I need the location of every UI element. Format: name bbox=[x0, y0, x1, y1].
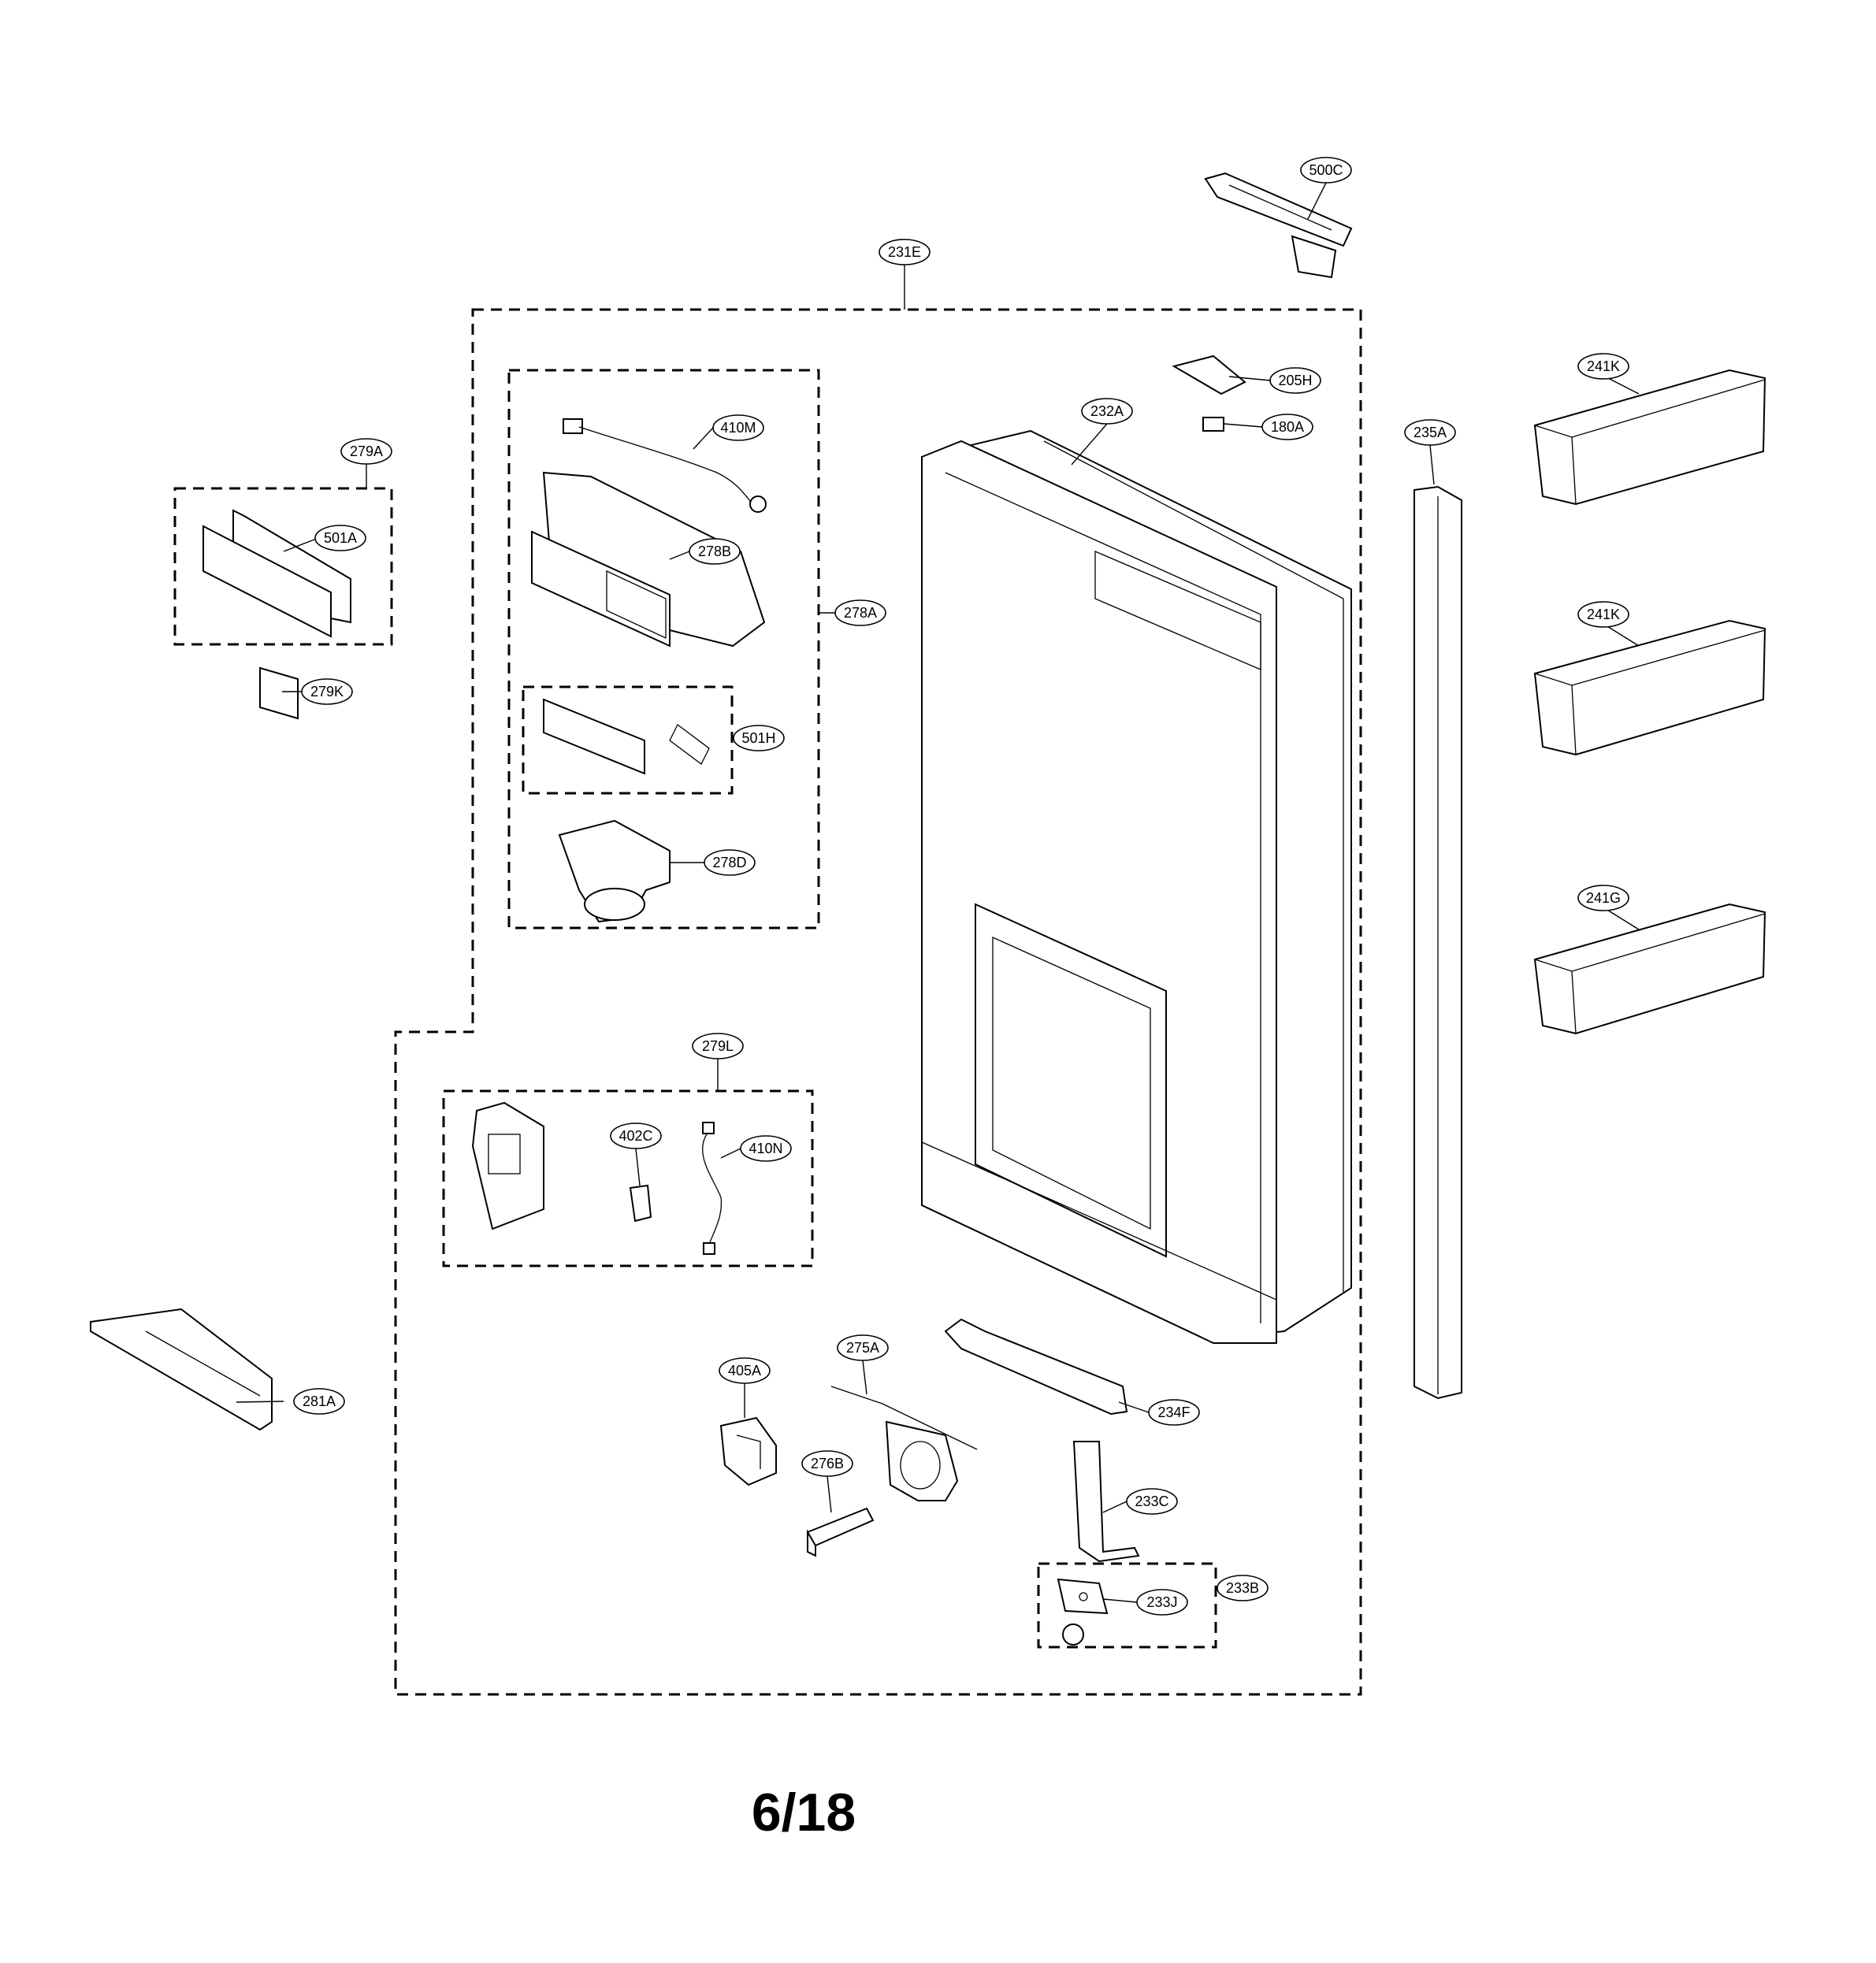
callout-233C: 233C bbox=[1126, 1488, 1178, 1515]
callout-233B: 233B bbox=[1217, 1575, 1269, 1601]
assembly-278A-boundary bbox=[507, 369, 820, 930]
svg-text:281A: 281A bbox=[303, 1393, 336, 1409]
svg-text:234F: 234F bbox=[1157, 1405, 1190, 1420]
svg-text:278D: 278D bbox=[712, 855, 746, 870]
svg-text:233J: 233J bbox=[1146, 1594, 1177, 1610]
assembly-231E-boundary bbox=[394, 308, 1362, 1696]
svg-text:241K: 241K bbox=[1587, 607, 1620, 622]
part-233J-plate bbox=[1057, 1578, 1109, 1615]
part-234F-cover bbox=[944, 1318, 1128, 1416]
callout-231E: 231E bbox=[879, 239, 931, 265]
svg-text:205H: 205H bbox=[1278, 373, 1312, 388]
part-232A-door bbox=[921, 429, 1352, 1344]
svg-text:233B: 233B bbox=[1226, 1580, 1259, 1596]
callout-234F: 234F bbox=[1148, 1399, 1200, 1426]
part-279L-lever bbox=[471, 1101, 544, 1230]
part-410M-harness bbox=[563, 418, 767, 513]
assembly-279L-boundary bbox=[442, 1089, 814, 1267]
part-405A-bracket bbox=[719, 1416, 777, 1486]
callout-275A: 275A bbox=[837, 1334, 889, 1361]
svg-text:180A: 180A bbox=[1271, 419, 1304, 435]
assembly-279A-boundary bbox=[173, 487, 393, 646]
svg-text:275A: 275A bbox=[846, 1340, 879, 1356]
leader-lines bbox=[236, 182, 1640, 1603]
part-180A-pad bbox=[1202, 417, 1224, 432]
callout-279A: 279A bbox=[340, 438, 392, 465]
part-233C-hinge bbox=[1072, 1441, 1140, 1563]
svg-text:278A: 278A bbox=[844, 605, 877, 621]
callout-276B: 276B bbox=[801, 1450, 853, 1477]
callout-501H: 501H bbox=[733, 725, 785, 751]
callout-278D: 278D bbox=[704, 849, 756, 876]
part-281A-trim bbox=[90, 1308, 273, 1431]
callout-281A: 281A bbox=[293, 1388, 345, 1415]
part-276B-bracket bbox=[806, 1507, 875, 1557]
svg-text:278B: 278B bbox=[698, 544, 731, 559]
svg-text:241G: 241G bbox=[1586, 890, 1621, 906]
callout-241K-top: 241K bbox=[1577, 353, 1629, 380]
assembly-233B-boundary bbox=[1037, 1562, 1217, 1649]
callout-405A: 405A bbox=[719, 1357, 771, 1384]
svg-text:410M: 410M bbox=[720, 420, 756, 436]
part-235A-strip bbox=[1414, 485, 1462, 1400]
part-501A-display-board bbox=[202, 509, 351, 638]
part-410N-wire bbox=[702, 1122, 723, 1255]
part-402C-switch bbox=[629, 1184, 652, 1223]
part-241K-bin-top bbox=[1533, 369, 1766, 506]
svg-text:279K: 279K bbox=[310, 684, 344, 699]
svg-text:241K: 241K bbox=[1587, 358, 1620, 374]
svg-text:402C: 402C bbox=[619, 1128, 652, 1144]
page-number: 6/18 bbox=[751, 1783, 856, 1842]
callout-241K-mid: 241K bbox=[1577, 601, 1629, 628]
callout-241G: 241G bbox=[1577, 885, 1629, 911]
callout-279L: 279L bbox=[692, 1033, 744, 1059]
svg-text:235A: 235A bbox=[1414, 425, 1447, 440]
callout-235A: 235A bbox=[1404, 419, 1456, 446]
callout-278B: 278B bbox=[689, 538, 741, 565]
part-275A-housing bbox=[830, 1386, 978, 1501]
svg-text:501H: 501H bbox=[741, 730, 775, 746]
part-233J-nut bbox=[1062, 1623, 1084, 1646]
callout-180A: 180A bbox=[1261, 414, 1313, 440]
svg-text:232A: 232A bbox=[1090, 403, 1124, 419]
callout-232A: 232A bbox=[1081, 398, 1133, 425]
callout-279K: 279K bbox=[301, 678, 353, 705]
callout-410M: 410M bbox=[712, 414, 764, 441]
part-241K-bin-mid bbox=[1533, 619, 1766, 756]
part-278D-chute bbox=[558, 819, 671, 923]
svg-text:501A: 501A bbox=[324, 530, 357, 546]
callout-233J: 233J bbox=[1136, 1589, 1188, 1616]
callout-402C: 402C bbox=[610, 1123, 662, 1149]
part-241G-bin bbox=[1533, 903, 1766, 1035]
callout-205H: 205H bbox=[1269, 367, 1321, 394]
part-500C-hinge-cover bbox=[1204, 172, 1353, 279]
part-205H-cover bbox=[1172, 354, 1246, 395]
callout-410N: 410N bbox=[740, 1135, 792, 1162]
svg-text:231E: 231E bbox=[888, 244, 921, 260]
part-501H-switches bbox=[543, 698, 710, 775]
svg-text:276B: 276B bbox=[811, 1456, 844, 1471]
assembly-501H-boundary bbox=[522, 685, 734, 795]
svg-text:405A: 405A bbox=[728, 1363, 761, 1379]
part-279K-button bbox=[259, 666, 299, 720]
callout-501A: 501A bbox=[314, 525, 366, 551]
svg-text:279L: 279L bbox=[702, 1038, 734, 1054]
svg-text:500C: 500C bbox=[1309, 162, 1343, 178]
svg-text:279A: 279A bbox=[350, 443, 383, 459]
part-278B-bracket bbox=[531, 471, 766, 648]
callout-278A: 278A bbox=[834, 599, 886, 626]
svg-text:410N: 410N bbox=[749, 1141, 782, 1156]
svg-text:233C: 233C bbox=[1135, 1494, 1168, 1509]
callout-500C: 500C bbox=[1300, 157, 1352, 184]
